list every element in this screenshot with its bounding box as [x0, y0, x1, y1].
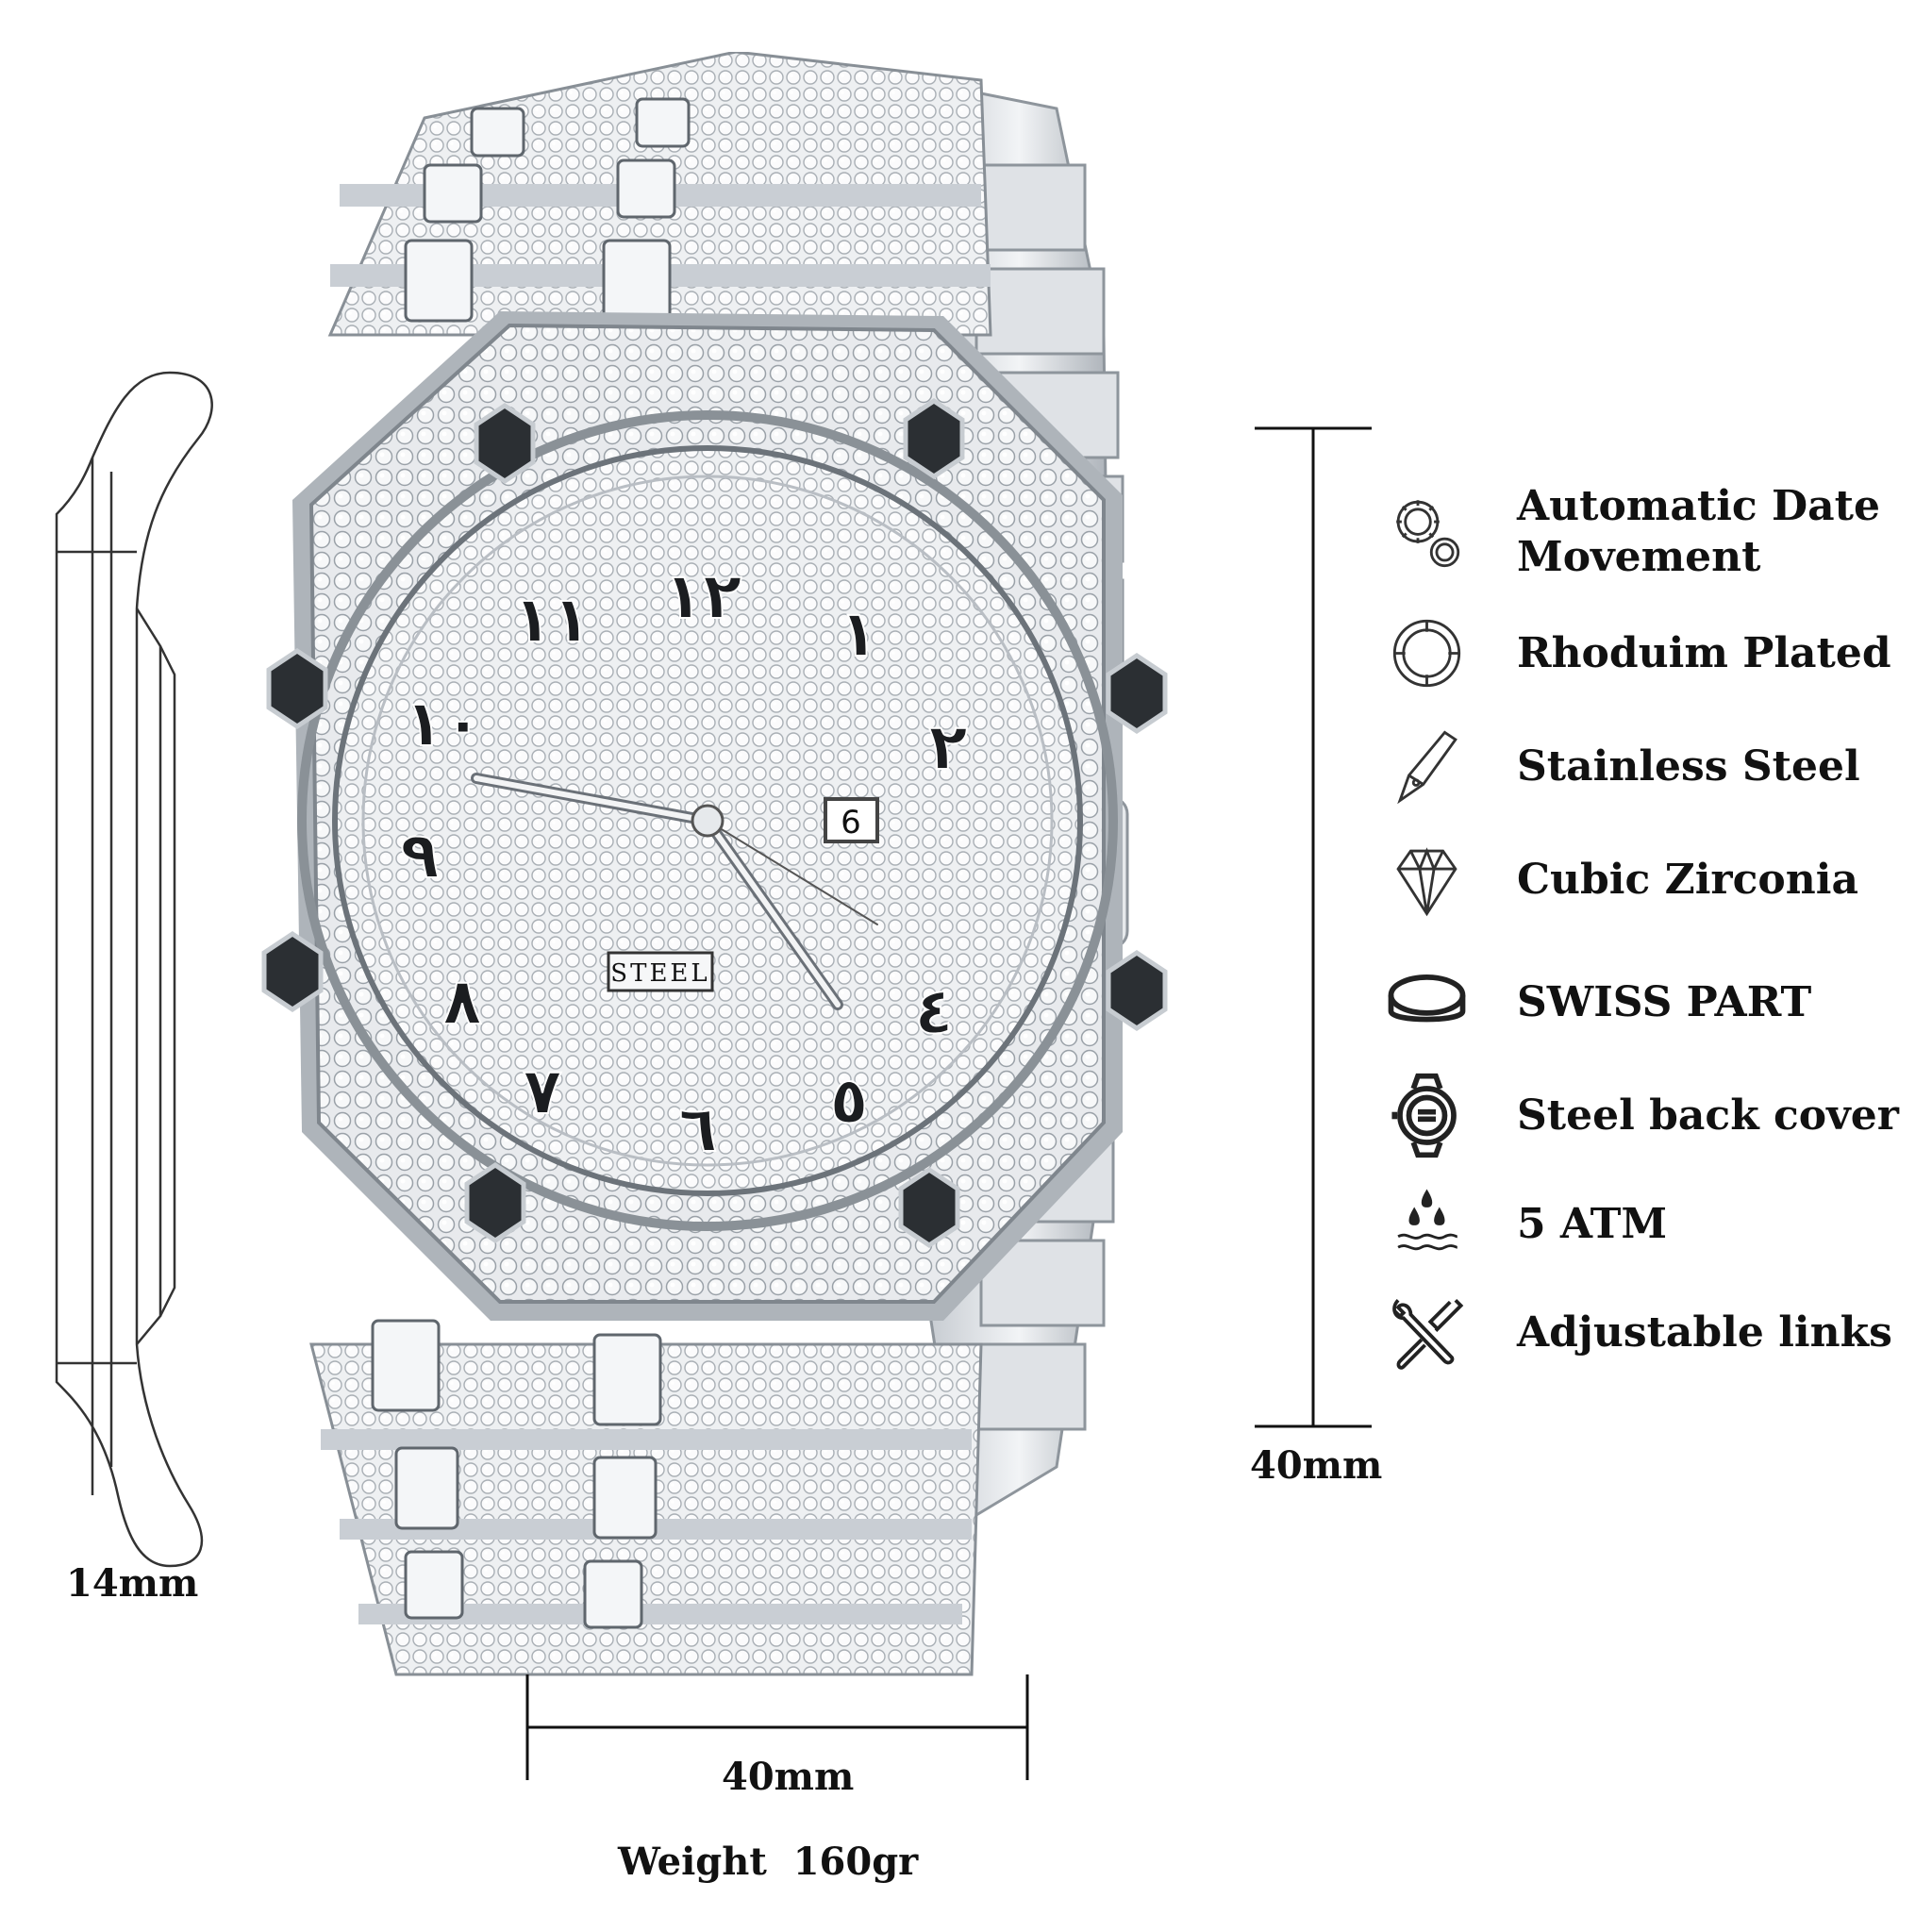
watch-crown-icon — [1382, 608, 1472, 698]
watch-image: ١٢ ١ ٢ ٤ ٥ ٦ ٧ ٨ ٩ ١٠ ١١ 6 STEEL — [261, 52, 1168, 1676]
numeral-12: ١٢ — [663, 559, 741, 634]
feature-label: SWISS PART — [1517, 977, 1812, 1026]
feature-cubic-zirconia: Cubic Zirconia — [1382, 835, 1920, 924]
feature-label: 5 ATM — [1517, 1199, 1668, 1248]
bracelet-top — [327, 52, 992, 337]
weight-text: Weight 160gr — [618, 1840, 918, 1884]
weight-value: 160gr — [792, 1840, 919, 1884]
steel-bar-icon — [1382, 722, 1472, 811]
dial-numerals: ١٢ ١ ٢ ٤ ٥ ٦ ٧ ٨ ٩ ١٠ ١١ — [399, 558, 969, 1168]
height-label: 40mm — [1250, 1443, 1383, 1488]
numeral-2: ٢ — [928, 710, 968, 785]
case-side-profile — [55, 371, 213, 1568]
feature-label-line2: Movement — [1517, 533, 1761, 581]
numeral-9: ٩ — [400, 819, 440, 893]
feature-automatic-movement: Automatic Date Movement — [1382, 481, 1920, 583]
bezel-screws — [261, 397, 1168, 1249]
watch-hands — [471, 773, 878, 1010]
width-dimension-line — [525, 1674, 1029, 1780]
feature-stainless-steel: Stainless Steel — [1382, 722, 1920, 811]
numeral-11: ١١ — [512, 583, 591, 658]
feature-rhodium-plated: Rhoduim Plated — [1382, 608, 1920, 698]
watch-back-icon — [1382, 1071, 1472, 1160]
movement-part-icon — [1382, 958, 1472, 1047]
thickness-label: 14mm — [66, 1561, 199, 1606]
feature-label: Cubic Zirconia — [1517, 855, 1858, 904]
water-drops-icon — [1382, 1179, 1472, 1269]
dial-brand-text: STEEL — [610, 959, 709, 988]
dial-brand-plate: STEEL — [607, 951, 714, 992]
feature-label: Steel back cover — [1517, 1091, 1899, 1140]
feature-swiss-part: SWISS PART — [1382, 958, 1920, 1047]
feature-adjustable-links: Adjustable links — [1382, 1288, 1920, 1377]
diamond-icon — [1382, 835, 1472, 924]
numeral-8: ٨ — [442, 965, 482, 1040]
feature-water-resistance: 5 ATM — [1382, 1179, 1920, 1269]
numeral-1: ١ — [839, 597, 878, 672]
numeral-4: ٤ — [914, 974, 954, 1049]
numeral-5: ٥ — [829, 1064, 869, 1139]
numeral-6: ٦ — [678, 1092, 718, 1167]
feature-label: Adjustable links — [1517, 1307, 1892, 1357]
numeral-7: ٧ — [523, 1055, 562, 1129]
height-dimension-line — [1255, 426, 1372, 1428]
numeral-10: ١٠ — [404, 687, 482, 761]
weight-label: Weight — [618, 1840, 767, 1884]
feature-label: Rhoduim Plated — [1517, 628, 1891, 677]
tools-icon — [1382, 1288, 1472, 1377]
feature-steel-back-cover: Steel back cover — [1382, 1071, 1920, 1160]
date-window: 6 — [824, 797, 879, 843]
feature-label-line1: Automatic Date — [1517, 482, 1880, 530]
width-label: 40mm — [722, 1755, 855, 1799]
date-value: 6 — [841, 804, 861, 841]
bracelet-bottom — [309, 1319, 983, 1676]
feature-label: Stainless Steel — [1517, 741, 1860, 791]
gears-icon — [1382, 488, 1472, 577]
